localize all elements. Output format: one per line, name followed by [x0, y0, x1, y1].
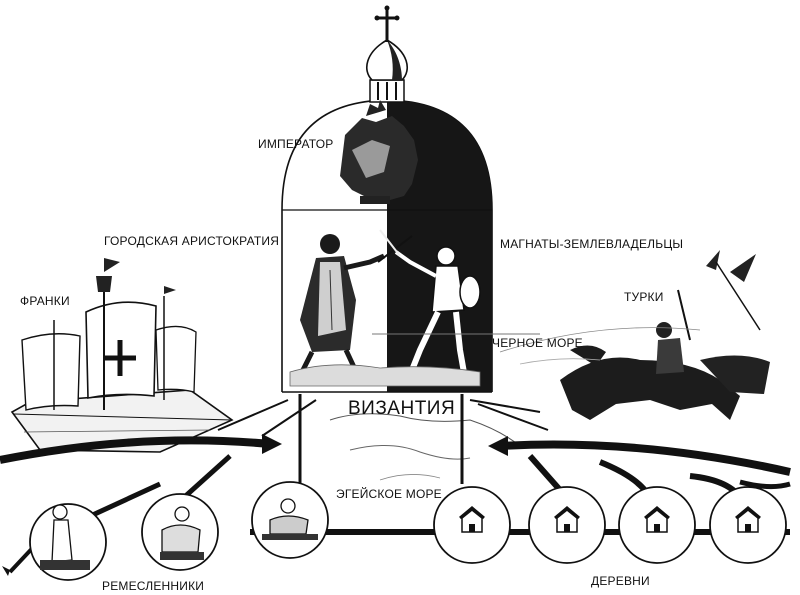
label-aegean-sea: ЭГЕЙСКОЕ МОРЕ — [336, 487, 442, 501]
village-circle-2 — [528, 486, 606, 564]
artisan-circle-1 — [29, 503, 107, 581]
label-emperor: ИМПЕРАТОР — [258, 137, 334, 151]
village-circle-4 — [709, 486, 787, 564]
label-byzantium: ВИЗАНТИЯ — [348, 398, 456, 419]
label-franks: ФРАНКИ — [20, 294, 70, 308]
label-turks: ТУРКИ — [624, 290, 664, 304]
artisan-circle-3 — [251, 481, 329, 559]
turkish-cavalry — [499, 250, 770, 420]
palace-floor — [289, 333, 540, 387]
knight-figure — [379, 229, 481, 385]
emperor-figure — [340, 100, 418, 204]
artisan-circle-2 — [141, 493, 219, 571]
frankish-ship — [10, 258, 234, 453]
pennant-icon — [104, 258, 120, 272]
label-villages: ДЕРЕВНИ — [591, 574, 650, 588]
label-black-sea: ЧЕРНОЕ МОРЕ — [492, 336, 583, 350]
sea-coastline — [329, 413, 521, 481]
label-city-aristocracy: ГОРОДСКАЯ АРИСТОКРАТИЯ — [104, 234, 280, 248]
village-circle-3 — [618, 486, 696, 564]
label-artisans: РЕМЕСЛЕННИКИ — [102, 579, 205, 593]
cupola-cross-icon — [366, 5, 408, 103]
label-magnates: МАГНАТЫ-ЗЕМЛЕВЛАДЕЛЬЦЫ — [500, 237, 684, 251]
village-circle-1 — [433, 486, 511, 564]
